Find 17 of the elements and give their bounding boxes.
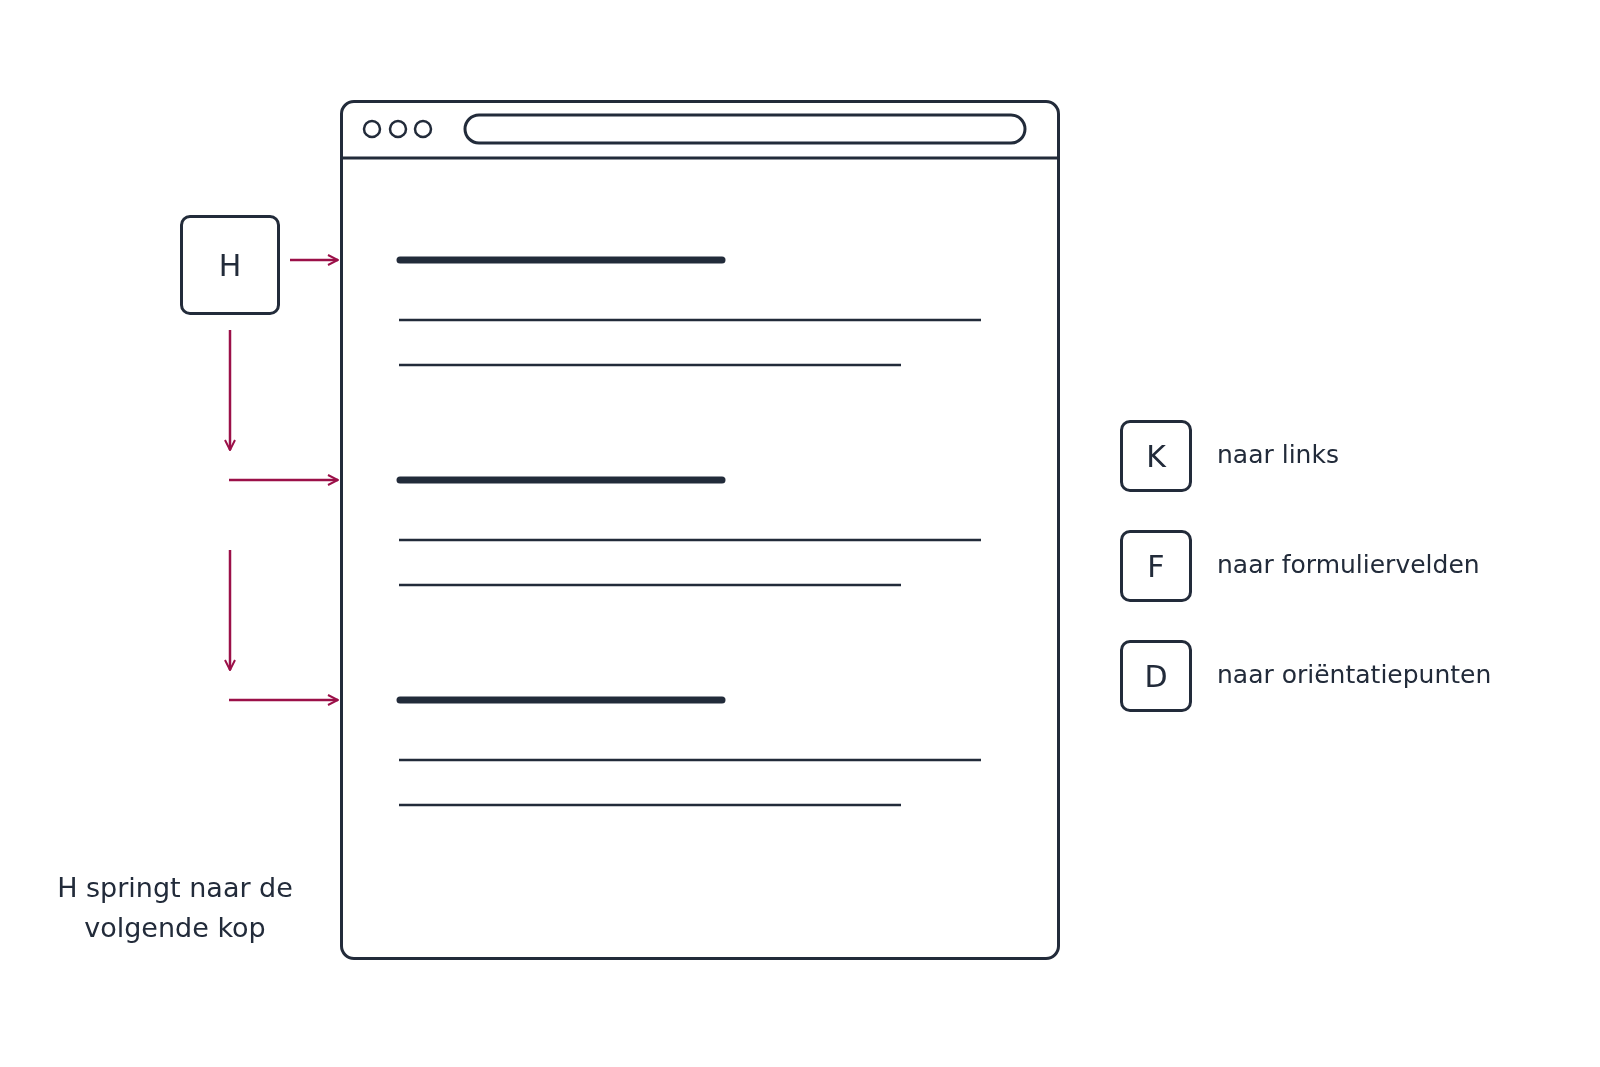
key-description: naar links: [1217, 440, 1339, 469]
arrow: [224, 330, 236, 451]
arrow: [229, 474, 339, 486]
keyboard-key: [180, 215, 280, 315]
key-letter: H: [218, 247, 242, 283]
keyboard-key: [1120, 530, 1192, 602]
key-description: naar oriëntatiepunten: [1217, 660, 1492, 689]
key-description: naar formuliervelden: [1217, 550, 1480, 579]
keyboard-key: [1120, 420, 1192, 492]
key-letter: F: [1147, 548, 1165, 584]
browser-window: [340, 100, 1060, 960]
key-letter: K: [1146, 438, 1166, 474]
caption-text: H springt naar de volgende kop: [56, 871, 294, 945]
keyboard-key: [1120, 640, 1192, 712]
arrow: [229, 694, 339, 706]
key-letter: D: [1144, 658, 1168, 694]
arrow: [290, 254, 339, 266]
